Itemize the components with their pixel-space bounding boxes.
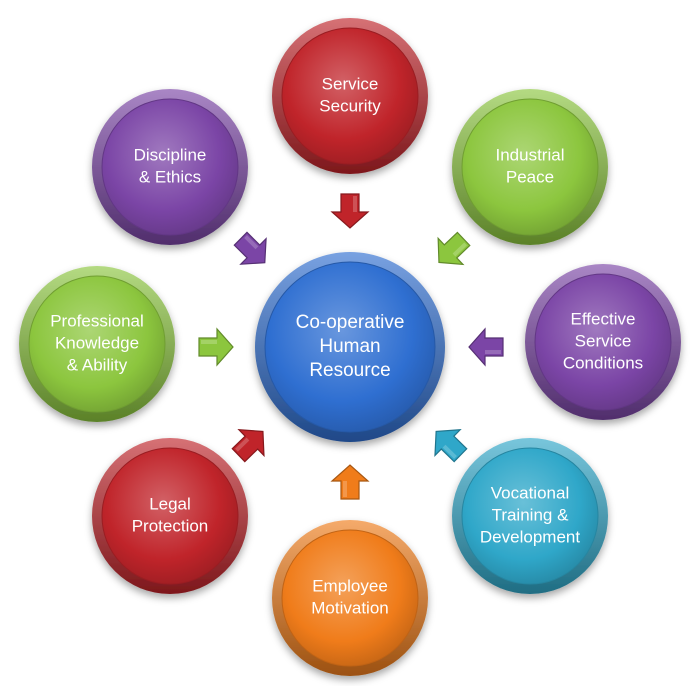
arrow-professional-knowledge-ability [198, 327, 234, 367]
node-effective-service-conditions-label-line: Effective [571, 309, 636, 328]
node-professional-knowledge-ability-label-line: Professional [50, 311, 144, 330]
arrow-discipline-ethics [233, 231, 267, 265]
node-vocational-training-development-label-line: Development [480, 527, 580, 546]
node-service-security-label-line: Security [319, 96, 381, 115]
node-legal-protection-label-line: Protection [132, 516, 209, 535]
arrow-employee-motivation [330, 464, 370, 500]
node-legal-protection-disc [101, 447, 239, 585]
node-vocational-training-development-label-line: Training & [492, 505, 570, 524]
arrow-service-security [330, 193, 370, 229]
nodes-layer: ServiceSecurityIndustrialPeaceEffectiveS… [19, 18, 681, 676]
node-vocational-training-development-disc [461, 447, 599, 585]
node-service-security-label-line: Service [322, 74, 379, 93]
arrow-legal-protection [231, 428, 265, 463]
node-professional-knowledge-ability-label-line: Knowledge [55, 333, 139, 352]
node-effective-service-conditions-label-line: Service [575, 331, 632, 350]
center-node-label-line: Co-operative [296, 312, 405, 333]
node-legal-protection-label-line: Legal [149, 494, 191, 513]
node-discipline-ethics-label-line: Discipline [134, 145, 207, 164]
node-vocational-training-development-label-line: Vocational [491, 483, 569, 502]
arrow-industrial-peace [437, 231, 471, 266]
node-effective-service-conditions-disc [534, 273, 672, 411]
node-employee-motivation-disc [281, 529, 419, 667]
center-node-disc [264, 261, 436, 433]
node-service-security-disc [281, 27, 419, 165]
node-employee-motivation-label-line: Motivation [311, 598, 388, 617]
node-employee-motivation-label-line: Employee [312, 576, 388, 595]
arrow-vocational-training-development [434, 429, 468, 463]
node-effective-service-conditions-label-line: Conditions [563, 353, 643, 372]
node-industrial-peace-label-line: Industrial [496, 145, 565, 164]
arrows-layer [198, 193, 504, 500]
node-industrial-peace-disc [461, 98, 599, 236]
node-professional-knowledge-ability-label-line: & Ability [67, 355, 128, 374]
node-discipline-ethics: Discipline & Ethics [92, 89, 248, 245]
node-discipline-ethics-disc [101, 98, 239, 236]
node-professional-knowledge-ability-disc [28, 275, 166, 413]
node-industrial-peace-label-line: Peace [506, 167, 554, 186]
center-node-label-line: Resource [309, 360, 390, 381]
node-discipline-ethics-label-line: & Ethics [139, 167, 201, 186]
arrow-effective-service-conditions [468, 327, 504, 367]
center-node-label-line: Human [319, 336, 380, 357]
